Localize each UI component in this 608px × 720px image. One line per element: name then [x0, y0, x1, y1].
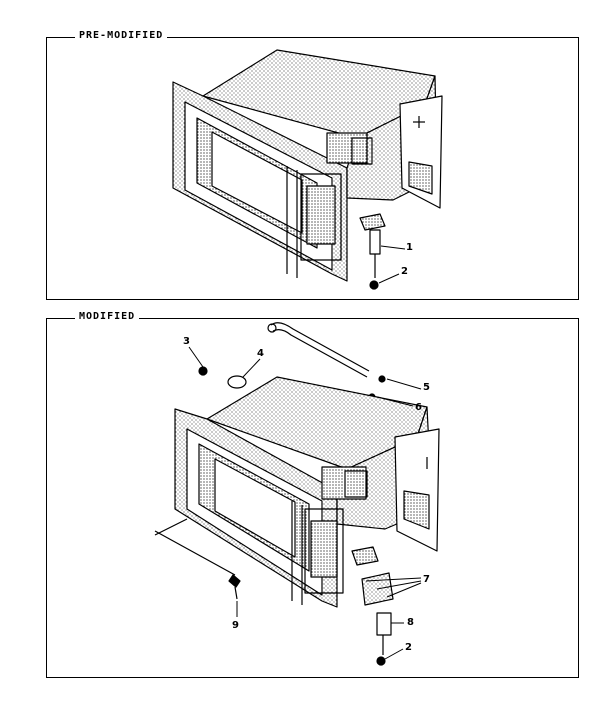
leader-2b — [384, 648, 404, 660]
pre-modified-microwave-drawing — [172, 49, 443, 290]
modified-title: MODIFIED — [75, 310, 140, 324]
modified-microwave-drawing — [154, 322, 440, 666]
callout-4: 4 — [257, 348, 264, 359]
leader-7b — [376, 580, 422, 590]
leader-2 — [378, 273, 400, 284]
leader-6 — [376, 396, 414, 407]
wire-harness — [270, 322, 370, 372]
leader-7a — [365, 577, 422, 582]
leader-4 — [242, 358, 261, 378]
leader-1 — [380, 245, 406, 250]
callout-6: 6 — [415, 402, 422, 413]
callout-1: 1 — [406, 242, 413, 253]
callout-2: 2 — [401, 266, 408, 277]
pre-modified-panel: PRE-MODIFIED — [46, 29, 579, 300]
leader-3 — [188, 346, 204, 368]
callout-3: 3 — [183, 336, 190, 347]
pre-modified-title: PRE-MODIFIED — [75, 29, 168, 43]
callout-2-modified: 2 — [405, 642, 412, 653]
leader-5 — [386, 378, 422, 390]
callout-5: 5 — [423, 382, 430, 393]
callout-7: 7 — [423, 574, 430, 585]
leader-7c — [386, 582, 422, 598]
modified-panel: MODIFIED — [46, 310, 579, 678]
callout-8: 8 — [407, 617, 414, 628]
callout-9: 9 — [232, 620, 239, 631]
